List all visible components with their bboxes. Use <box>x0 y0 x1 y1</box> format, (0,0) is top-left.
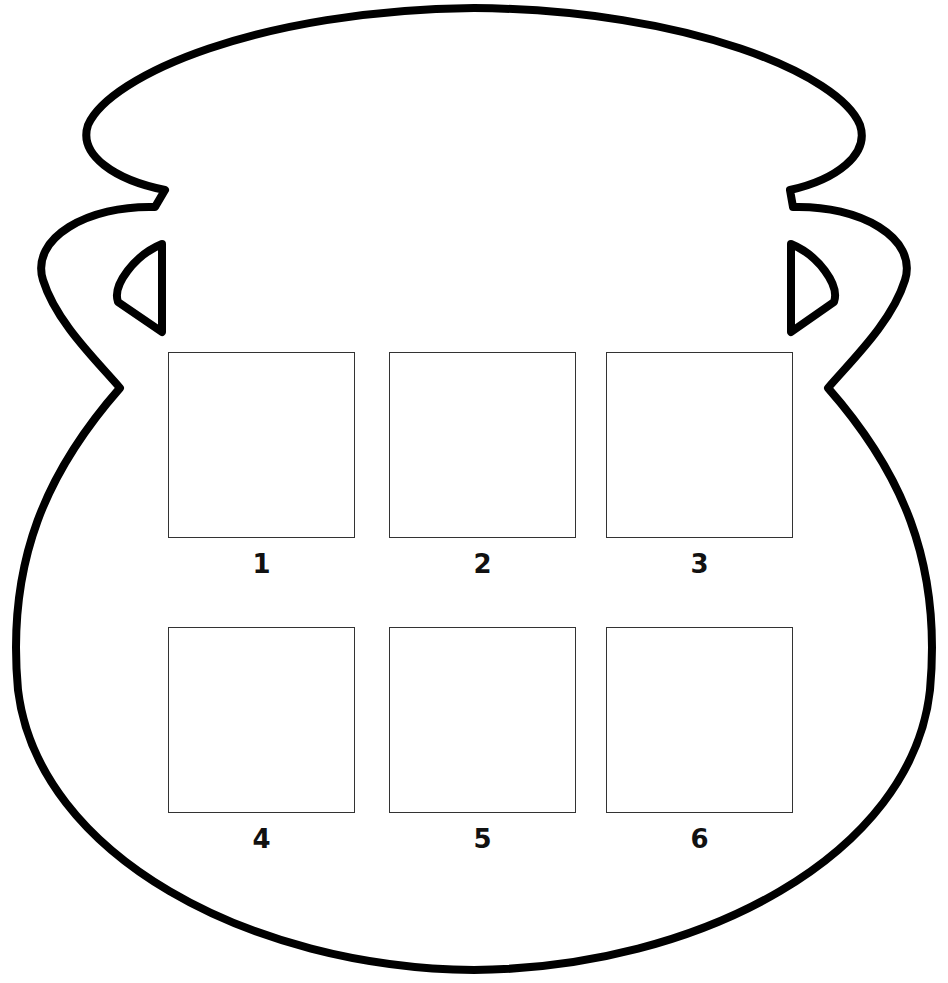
box-number: 1 <box>168 550 355 579</box>
empty-square <box>606 627 793 813</box>
empty-square <box>606 352 793 538</box>
empty-square <box>168 627 355 813</box>
number-box: 5 <box>389 627 576 813</box>
number-box: 3 <box>606 352 793 538</box>
box-number: 3 <box>606 550 793 579</box>
empty-square <box>389 627 576 813</box>
pot-handle <box>117 244 162 332</box>
pot-body <box>16 8 932 970</box>
empty-square <box>389 352 576 538</box>
box-number: 5 <box>389 825 576 854</box>
number-box: 1 <box>168 352 355 538</box>
pot-handle <box>791 244 835 332</box>
number-box: 2 <box>389 352 576 538</box>
box-number: 6 <box>606 825 793 854</box>
empty-square <box>168 352 355 538</box>
box-number: 4 <box>168 825 355 854</box>
box-number: 2 <box>389 550 576 579</box>
number-box: 6 <box>606 627 793 813</box>
number-box: 4 <box>168 627 355 813</box>
